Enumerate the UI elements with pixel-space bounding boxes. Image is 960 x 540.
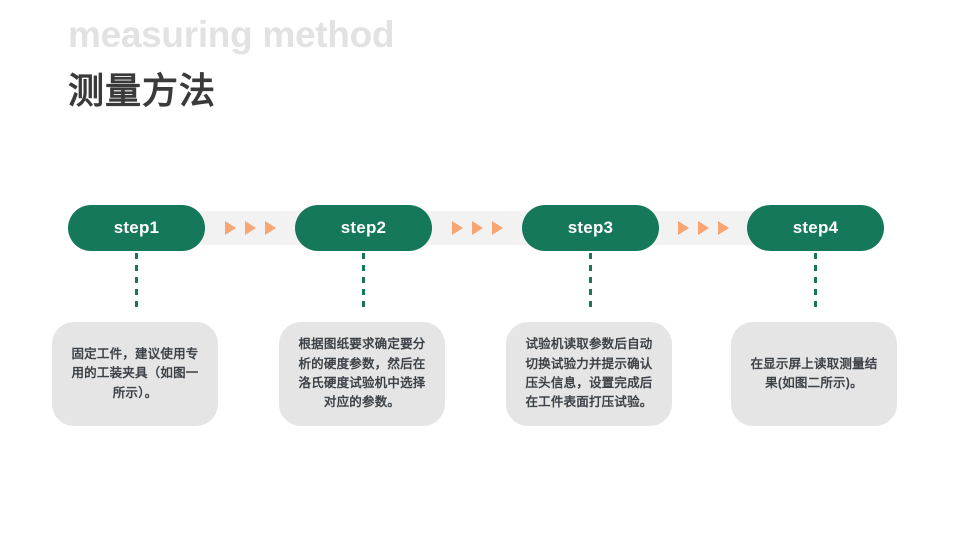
step-pill-3[interactable]: step3 xyxy=(522,205,659,251)
step-card-text-1: 固定工件，建议使用专用的工装夹具（如图一所示）。 xyxy=(71,346,199,400)
triangle-right-icon xyxy=(677,221,689,235)
step-card-3: 试验机读取参数后自动切换试验力并提示确认压头信息，设置完成后在工件表面打压试验。 xyxy=(506,322,672,426)
arrow-group-3 xyxy=(659,205,747,251)
triangle-right-icon xyxy=(471,221,483,235)
step-card-2: 根据图纸要求确定要分析的硬度参数，然后在洛氏硬度试验机中选择对应的参数。 xyxy=(279,322,445,426)
page-title-chinese: 测量方法 xyxy=(68,69,217,111)
triangle-right-icon xyxy=(264,221,276,235)
step-pill-2[interactable]: step2 xyxy=(295,205,432,251)
triangle-right-icon xyxy=(717,221,729,235)
step-label-1: step1 xyxy=(113,218,160,237)
arrow-group-2 xyxy=(432,205,522,251)
step-card-1: 固定工件，建议使用专用的工装夹具（如图一所示）。 xyxy=(52,322,218,426)
triangle-right-icon xyxy=(224,221,236,235)
step-card-text-3: 试验机读取参数后自动切换试验力并提示确认压头信息，设置完成后在工件表面打压试验。 xyxy=(525,337,653,410)
step-flow: step1 step2 step3 step4 xyxy=(0,205,960,251)
step-card-text-2: 根据图纸要求确定要分析的硬度参数，然后在洛氏硬度试验机中选择对应的参数。 xyxy=(298,337,426,410)
connector-dash-2 xyxy=(362,253,365,311)
connector-dash-4 xyxy=(814,253,817,311)
connector-dash-1 xyxy=(135,253,138,311)
step-pill-4[interactable]: step4 xyxy=(747,205,884,251)
triangle-right-icon xyxy=(697,221,709,235)
step-pill-1[interactable]: step1 xyxy=(68,205,205,251)
page-title-english: measuring method xyxy=(68,14,395,55)
triangle-right-icon xyxy=(491,221,503,235)
step-card-4: 在显示屏上读取测量结果(如图二所示)。 xyxy=(731,322,897,426)
arrow-group-1 xyxy=(205,205,295,251)
step-label-4: step4 xyxy=(792,218,839,237)
triangle-right-icon xyxy=(244,221,256,235)
step-card-text-4: 在显示屏上读取测量结果(如图二所示)。 xyxy=(750,356,878,390)
step-label-2: step2 xyxy=(340,218,387,237)
triangle-right-icon xyxy=(451,221,463,235)
step-label-3: step3 xyxy=(567,218,614,237)
connector-dash-3 xyxy=(589,253,592,311)
page-header: measuring method 测量方法 xyxy=(68,14,395,111)
